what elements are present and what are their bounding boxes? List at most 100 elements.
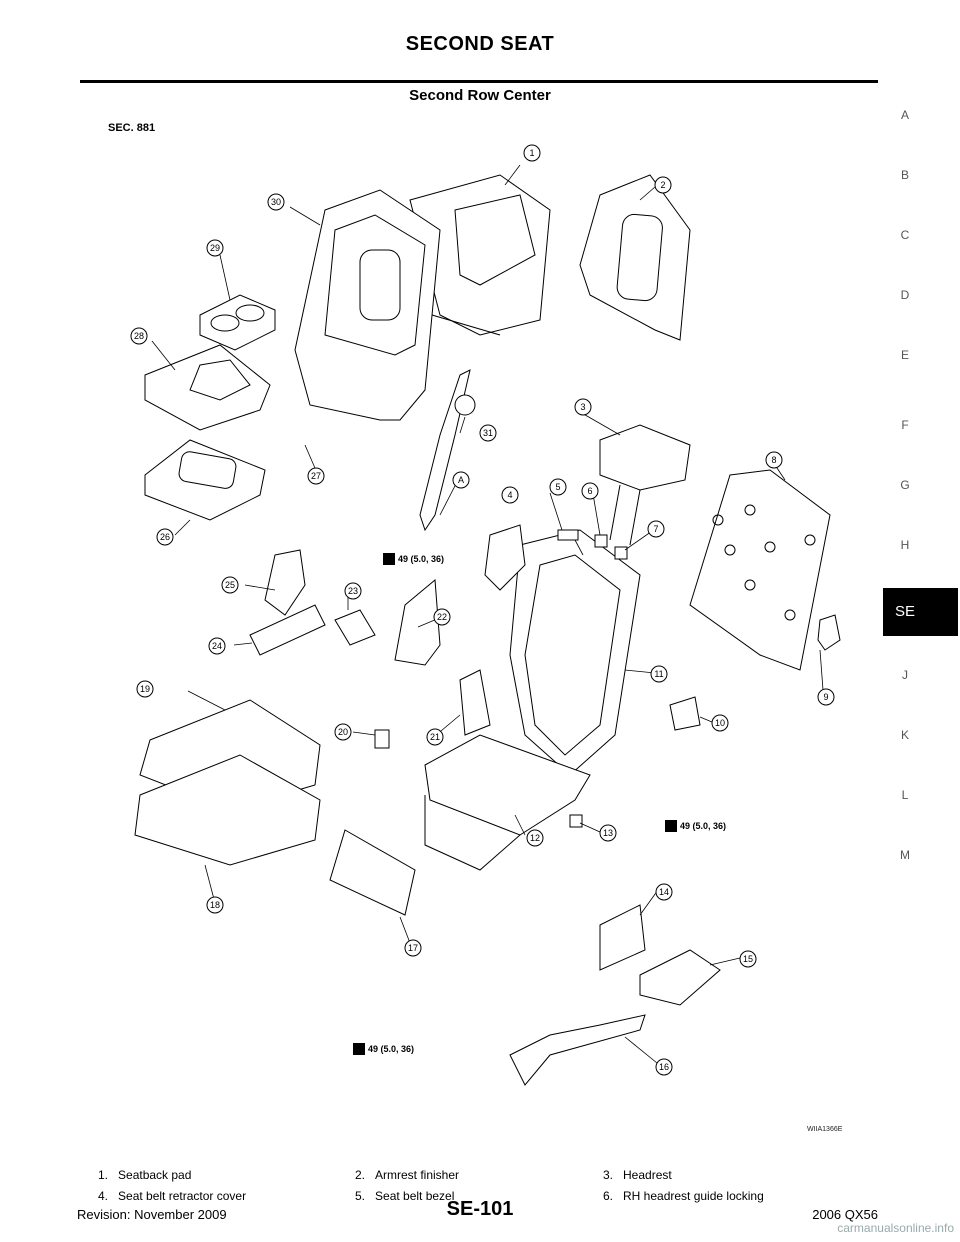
svg-text:25: 25 xyxy=(225,580,235,590)
cover-21-part xyxy=(459,669,491,736)
legend-item-5: 5. Seat belt bezel xyxy=(355,1189,455,1203)
callout-10: 10 xyxy=(711,714,729,732)
callout-27: 27 xyxy=(307,467,325,485)
svg-text:26: 26 xyxy=(160,532,170,542)
seatback-pad-part xyxy=(409,174,551,336)
seatback-frame-part xyxy=(294,189,441,421)
torque-wrench-icon xyxy=(665,820,677,832)
svg-text:9: 9 xyxy=(823,692,828,702)
headrest-guide-left-part xyxy=(614,546,628,560)
index-f[interactable]: F xyxy=(901,418,909,432)
callout-16: 16 xyxy=(655,1058,673,1076)
index-l[interactable]: L xyxy=(901,788,909,802)
seat-base-part xyxy=(424,734,591,871)
svg-text:13: 13 xyxy=(603,828,613,838)
seatback-panel-part xyxy=(689,469,831,671)
svg-text:22: 22 xyxy=(437,612,447,622)
callout-14: 14 xyxy=(655,883,673,901)
svg-text:20: 20 xyxy=(338,727,348,737)
cup-holder-part xyxy=(199,294,276,351)
callout-1: 1 xyxy=(523,144,541,162)
svg-text:23: 23 xyxy=(348,586,358,596)
svg-text:17: 17 xyxy=(408,943,418,953)
svg-text:49 (5.0, 36): 49 (5.0, 36) xyxy=(398,554,444,564)
svg-text:8: 8 xyxy=(771,455,776,465)
headrest-part xyxy=(599,424,691,546)
index-a[interactable]: A xyxy=(900,108,909,122)
callout-21: 21 xyxy=(426,728,444,746)
svg-text:3: 3 xyxy=(580,402,585,412)
index-g[interactable]: G xyxy=(900,478,910,492)
index-d[interactable]: D xyxy=(900,288,910,302)
svg-text:12: 12 xyxy=(530,833,540,843)
bracket-25-part xyxy=(264,549,306,616)
bracket-13-part xyxy=(569,814,583,828)
cover-15-part xyxy=(639,949,721,1006)
page-number: SE-101 xyxy=(446,1198,514,1220)
index-j[interactable]: J xyxy=(902,668,908,682)
seat-belt-part xyxy=(419,369,476,532)
index-m[interactable]: M xyxy=(900,848,910,862)
cover-10-part xyxy=(669,696,701,731)
svg-text:29: 29 xyxy=(210,243,220,253)
callout-19: 19 xyxy=(136,680,154,698)
svg-text:4: 4 xyxy=(507,490,512,500)
armrest-top-part xyxy=(144,344,271,431)
watermark: carmanualsonline.info xyxy=(837,1221,954,1235)
index-e[interactable]: E xyxy=(900,348,909,362)
svg-text:7: 7 xyxy=(653,524,658,534)
exploded-seat-diagram: 1 2 3 4 5 6 7 8 9 10 11 12 13 14 15 16 1… xyxy=(130,144,841,1086)
section-code: SEC. 881 xyxy=(108,122,156,134)
page-title: SECOND SEAT xyxy=(405,33,555,55)
index-k[interactable]: K xyxy=(900,728,909,742)
callout-24: 24 xyxy=(208,637,226,655)
callout-13: 13 xyxy=(599,824,617,842)
svg-text:11: 11 xyxy=(654,669,663,679)
callout-5: 5 xyxy=(549,478,567,496)
svg-text:49 (5.0, 36): 49 (5.0, 36) xyxy=(368,1044,414,1054)
bracket-14-part xyxy=(599,904,646,971)
callout-15: 15 xyxy=(739,950,757,968)
callout-23: 23 xyxy=(344,582,362,600)
callout-18: 18 xyxy=(206,896,224,914)
callout-12: 12 xyxy=(526,829,544,847)
index-b[interactable]: B xyxy=(900,168,909,182)
callout-11: 11 xyxy=(650,665,668,683)
callout-25: 25 xyxy=(221,576,239,594)
svg-text:1: 1 xyxy=(529,148,534,158)
legend-item-3: 3. Headrest xyxy=(603,1168,672,1182)
active-section-tab[interactable]: SE xyxy=(883,588,958,636)
legend-item-2: 2. Armrest finisher xyxy=(355,1168,460,1182)
armrest-lid-part xyxy=(144,439,266,521)
callout-4: 4 xyxy=(501,486,519,504)
bushing-20-part xyxy=(374,729,390,749)
svg-text:49 (5.0, 36): 49 (5.0, 36) xyxy=(680,821,726,831)
legend-item-1: 1. Seatback pad xyxy=(98,1168,192,1182)
revision-date: Revision: November 2009 xyxy=(77,1207,227,1222)
callout-22: 22 xyxy=(433,608,451,626)
callout-a: A xyxy=(452,471,470,489)
callout-6: 6 xyxy=(581,482,599,500)
callout-28: 28 xyxy=(130,327,148,345)
seat-frame-part xyxy=(509,529,641,776)
legend-item-6: 6. RH headrest guide locking xyxy=(603,1189,764,1203)
torque-spec-3: 49 (5.0, 36) xyxy=(353,1043,414,1055)
svg-text:A: A xyxy=(458,475,464,485)
svg-text:21: 21 xyxy=(430,732,440,742)
callout-31: 31 xyxy=(479,424,497,442)
index-h[interactable]: H xyxy=(900,538,910,552)
svg-text:27: 27 xyxy=(311,471,321,481)
torque-wrench-icon xyxy=(383,553,395,565)
index-c[interactable]: C xyxy=(900,228,910,242)
legend-item-4: 4. Seat belt retractor cover xyxy=(98,1189,247,1203)
leader-lines xyxy=(151,164,824,1064)
svg-text:15: 15 xyxy=(743,954,753,964)
section-title: Second Row Center xyxy=(409,87,551,104)
bracket-24-part xyxy=(249,604,326,656)
title-rule xyxy=(80,80,878,83)
torque-spec-2: 49 (5.0, 36) xyxy=(665,820,726,832)
svg-text:19: 19 xyxy=(140,684,150,694)
figure-code: WIIA1366E xyxy=(807,1126,843,1133)
svg-text:2: 2 xyxy=(660,180,665,190)
svg-text:30: 30 xyxy=(271,197,281,207)
